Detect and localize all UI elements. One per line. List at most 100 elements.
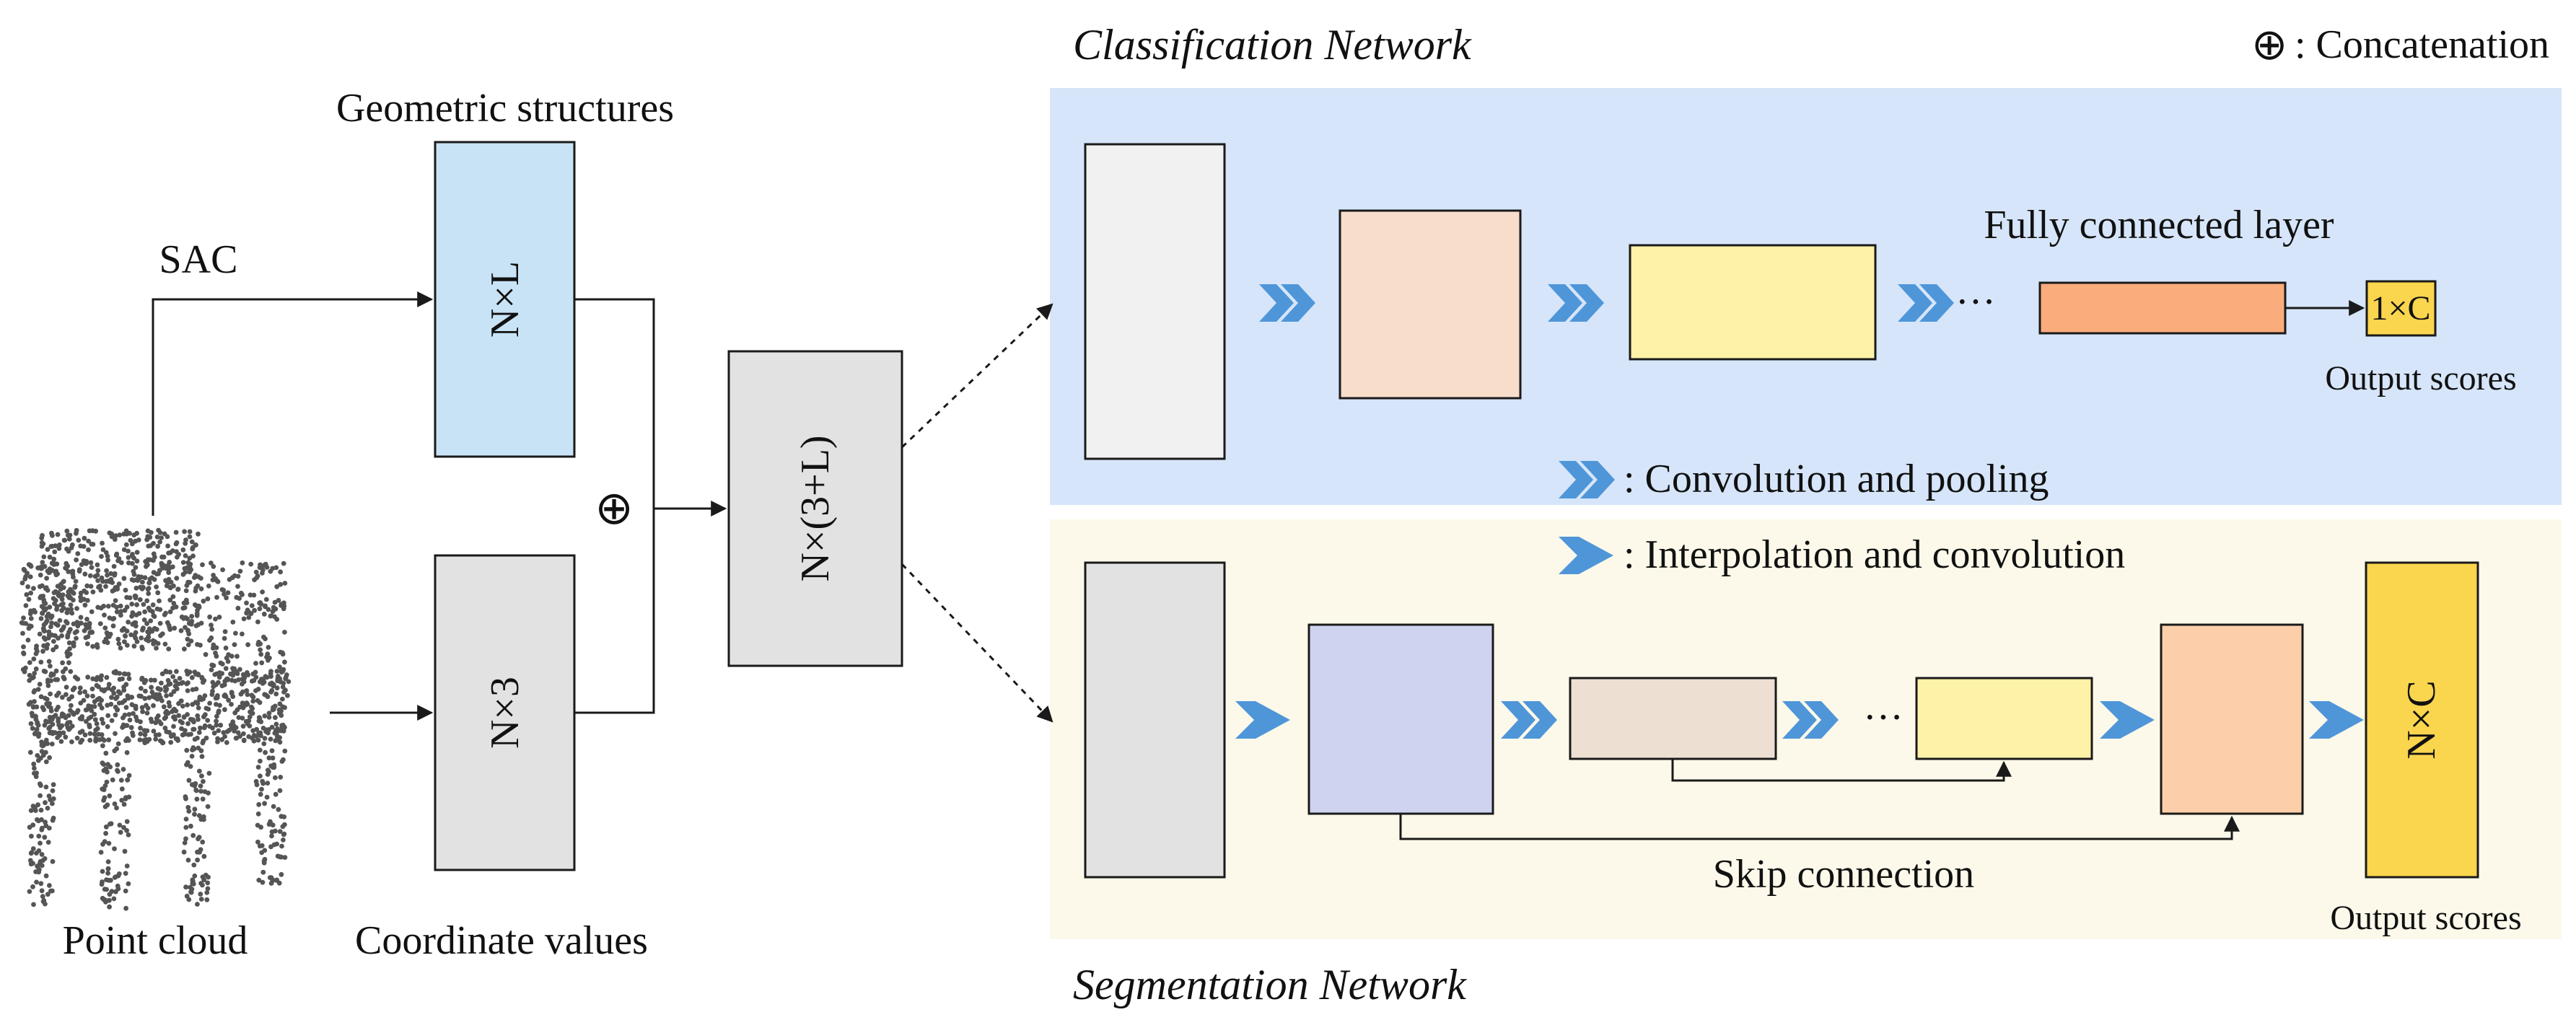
point xyxy=(164,729,170,734)
point xyxy=(87,737,93,743)
point xyxy=(265,772,271,777)
point xyxy=(211,730,217,736)
point xyxy=(35,649,40,654)
point xyxy=(32,765,37,771)
point xyxy=(198,892,203,897)
point xyxy=(176,552,182,557)
point xyxy=(272,614,277,620)
point xyxy=(183,794,188,799)
point xyxy=(33,869,38,874)
point xyxy=(48,708,54,713)
point xyxy=(235,573,241,579)
point xyxy=(275,736,280,742)
point xyxy=(271,804,276,809)
point xyxy=(103,750,109,756)
point xyxy=(274,584,280,589)
point xyxy=(158,721,164,726)
point xyxy=(188,731,193,737)
point xyxy=(104,877,109,882)
point xyxy=(185,642,191,648)
point xyxy=(108,576,114,582)
seg-decoder-box-1 xyxy=(1915,677,2093,760)
point xyxy=(216,674,222,680)
point xyxy=(126,620,131,625)
point xyxy=(133,714,139,720)
point xyxy=(253,674,259,680)
point xyxy=(283,676,288,682)
point xyxy=(193,623,199,628)
seg-output-box xyxy=(2365,561,2479,879)
point xyxy=(223,666,229,672)
point xyxy=(201,738,206,744)
concatenation-symbol: ⊕ xyxy=(595,482,634,534)
concatenation-legend-symbol: ⊕ xyxy=(2251,20,2287,69)
point xyxy=(152,639,158,645)
point xyxy=(108,877,113,883)
point xyxy=(207,614,212,620)
point xyxy=(88,560,94,566)
point xyxy=(101,798,107,803)
point xyxy=(49,613,55,619)
seg-arrow-2 xyxy=(2100,701,2155,739)
point xyxy=(197,850,202,855)
point xyxy=(36,833,42,839)
point xyxy=(172,625,178,631)
point xyxy=(274,685,280,691)
point xyxy=(23,665,28,671)
point xyxy=(126,832,131,837)
chevron-mark xyxy=(1782,701,1817,739)
point xyxy=(45,677,51,683)
point xyxy=(203,735,209,741)
point xyxy=(65,593,71,599)
point xyxy=(28,590,33,596)
point xyxy=(240,689,245,695)
point xyxy=(45,683,51,688)
point xyxy=(104,674,110,680)
point xyxy=(273,791,279,797)
point xyxy=(165,543,171,549)
point xyxy=(242,675,247,681)
point xyxy=(110,616,115,622)
point xyxy=(100,540,105,546)
point xyxy=(177,676,183,681)
point xyxy=(268,674,273,680)
point xyxy=(166,682,172,687)
point xyxy=(189,614,195,619)
point xyxy=(92,711,97,717)
seg-encoder-box-2 xyxy=(1569,677,1777,760)
arrow-mark xyxy=(1235,701,1290,739)
point xyxy=(139,677,145,682)
point xyxy=(204,897,210,902)
point xyxy=(281,814,287,819)
point xyxy=(69,545,74,550)
point xyxy=(27,660,32,665)
point xyxy=(155,590,161,596)
point xyxy=(219,671,224,676)
point xyxy=(277,788,283,793)
point xyxy=(225,659,231,664)
point xyxy=(81,544,87,549)
point xyxy=(147,576,153,582)
point xyxy=(31,656,37,661)
point xyxy=(126,548,131,554)
point xyxy=(261,741,267,747)
point xyxy=(95,568,101,573)
point xyxy=(105,703,110,708)
point xyxy=(173,604,179,610)
point xyxy=(108,764,113,770)
point xyxy=(205,718,211,723)
point xyxy=(131,643,137,649)
point xyxy=(255,765,261,770)
point xyxy=(84,693,90,699)
point xyxy=(186,809,192,814)
point xyxy=(281,757,286,762)
point xyxy=(272,599,278,605)
point xyxy=(114,805,119,811)
point xyxy=(115,768,120,773)
seg-output-label: N×C xyxy=(2399,680,2444,759)
point xyxy=(142,575,148,581)
point xyxy=(70,710,76,716)
point xyxy=(273,828,278,834)
chevron-mark xyxy=(1281,284,1315,322)
point xyxy=(245,692,250,698)
